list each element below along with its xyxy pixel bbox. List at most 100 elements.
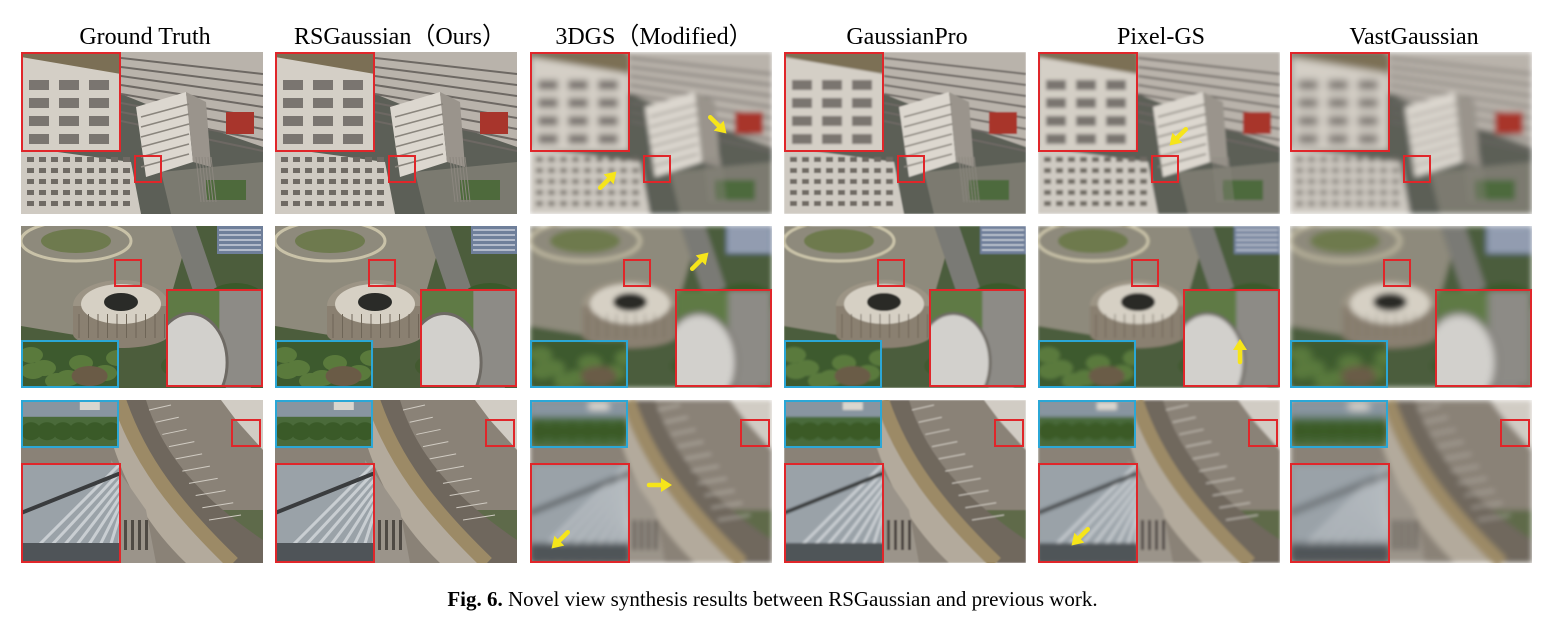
zoom-indicator-box: [897, 155, 925, 183]
artifact-arrow-icon: [646, 478, 672, 492]
artifact-arrow-icon: [551, 529, 571, 549]
zoom-inset-blue: [530, 340, 628, 388]
zoom-indicator-box: [368, 259, 396, 287]
zoom-inset-red: [784, 52, 884, 152]
zoom-indicator-box: [388, 155, 416, 183]
zoom-indicator-box: [231, 419, 261, 447]
scene-building-facade-col2: [530, 52, 772, 214]
zoom-indicator-box: [740, 419, 770, 447]
zoom-indicator-box: [623, 259, 651, 287]
zoom-inset-blue: [784, 340, 882, 388]
scene-curved-terrace-col3: [784, 400, 1026, 563]
zoom-inset-red: [1183, 289, 1280, 387]
panel-circular-rooftop-col1: [275, 226, 517, 388]
caption-text: Novel view synthesis results between RSG…: [502, 587, 1098, 611]
scene-circular-rooftop-col1: [275, 226, 517, 388]
scene-curved-terrace-col5: [1290, 400, 1532, 563]
panel-building-facade-col2: [530, 52, 772, 214]
panel-curved-terrace-col2: [530, 400, 772, 563]
column-header-pixel-gs: Pixel-GS: [1116, 24, 1205, 50]
artifact-arrow-icon: [597, 171, 617, 191]
caption-label: Fig. 6.: [447, 587, 503, 611]
zoom-inset-blue: [275, 340, 373, 388]
scene-circular-rooftop-col0: [21, 226, 263, 388]
zoom-indicator-box: [1403, 155, 1431, 183]
scene-building-facade-col1: [275, 52, 517, 214]
panel-circular-rooftop-col5: [1290, 226, 1532, 388]
zoom-indicator-box: [1131, 259, 1159, 287]
zoom-inset-red: [1435, 289, 1532, 387]
artifact-arrow-icon: [707, 114, 727, 134]
scene-building-facade-col4: [1038, 52, 1280, 214]
panel-circular-rooftop-col3: [784, 226, 1026, 388]
figure-caption: Fig. 6. Novel view synthesis results bet…: [0, 584, 1545, 614]
panel-curved-terrace-col4: [1038, 400, 1280, 563]
scene-curved-terrace-col1: [275, 400, 517, 563]
zoom-inset-blue: [530, 400, 628, 448]
panel-circular-rooftop-col2: [530, 226, 772, 388]
zoom-indicator-box: [485, 419, 515, 447]
scene-circular-rooftop-col5: [1290, 226, 1532, 388]
artifact-arrow-icon: [1169, 126, 1189, 146]
zoom-inset-red: [420, 289, 517, 387]
zoom-inset-red: [166, 289, 263, 387]
artifact-arrow-icon: [689, 252, 709, 272]
panel-circular-rooftop-col4: [1038, 226, 1280, 388]
zoom-inset-blue: [275, 400, 373, 448]
column-header-vastgaussian: VastGaussian: [1349, 24, 1479, 50]
zoom-inset-red: [929, 289, 1026, 387]
zoom-inset-blue: [21, 400, 119, 448]
zoom-inset-red: [530, 463, 630, 563]
scene-building-facade-col3: [784, 52, 1026, 214]
panel-curved-terrace-col3: [784, 400, 1026, 563]
zoom-inset-red: [530, 52, 630, 152]
panel-building-facade-col1: [275, 52, 517, 214]
scene-circular-rooftop-col3: [784, 226, 1026, 388]
zoom-inset-blue: [1038, 340, 1136, 388]
zoom-indicator-box: [877, 259, 905, 287]
column-header-gaussianpro: GaussianPro: [846, 24, 968, 50]
scene-building-facade-col0: [21, 52, 263, 214]
zoom-indicator-box: [1248, 419, 1278, 447]
zoom-inset-blue: [1290, 340, 1388, 388]
artifact-arrow-icon: [1233, 339, 1247, 365]
panel-curved-terrace-col5: [1290, 400, 1532, 563]
scene-curved-terrace-col0: [21, 400, 263, 563]
zoom-indicator-box: [1151, 155, 1179, 183]
panel-curved-terrace-col0: [21, 400, 263, 563]
zoom-inset-red: [1290, 463, 1390, 563]
panel-building-facade-col3: [784, 52, 1026, 214]
panel-curved-terrace-col1: [275, 400, 517, 563]
zoom-indicator-box: [994, 419, 1024, 447]
scene-curved-terrace-col4: [1038, 400, 1280, 563]
zoom-inset-blue: [21, 340, 119, 388]
zoom-inset-blue: [1290, 400, 1388, 448]
panel-building-facade-col5: [1290, 52, 1532, 214]
column-header-rsgaussian: RSGaussian（Ours）: [293, 24, 506, 50]
zoom-indicator-box: [1383, 259, 1411, 287]
zoom-indicator-box: [1500, 419, 1530, 447]
panel-circular-rooftop-col0: [21, 226, 263, 388]
zoom-inset-red: [1038, 463, 1138, 563]
zoom-inset-red: [675, 289, 772, 387]
panel-building-facade-col0: [21, 52, 263, 214]
scene-circular-rooftop-col2: [530, 226, 772, 388]
column-header-3dgs: 3DGS（Modified）: [555, 24, 753, 50]
zoom-inset-red: [784, 463, 884, 563]
panel-building-facade-col4: [1038, 52, 1280, 214]
column-header-ground-truth: Ground Truth: [79, 24, 211, 50]
scene-circular-rooftop-col4: [1038, 226, 1280, 388]
scene-building-facade-col5: [1290, 52, 1532, 214]
zoom-inset-red: [21, 52, 121, 152]
zoom-inset-red: [1290, 52, 1390, 152]
scene-curved-terrace-col2: [530, 400, 772, 563]
zoom-inset-blue: [1038, 400, 1136, 448]
zoom-inset-red: [1038, 52, 1138, 152]
zoom-inset-red: [275, 463, 375, 563]
zoom-indicator-box: [134, 155, 162, 183]
zoom-indicator-box: [114, 259, 142, 287]
zoom-inset-red: [275, 52, 375, 152]
artifact-arrow-icon: [1071, 526, 1091, 546]
zoom-inset-blue: [784, 400, 882, 448]
zoom-indicator-box: [643, 155, 671, 183]
